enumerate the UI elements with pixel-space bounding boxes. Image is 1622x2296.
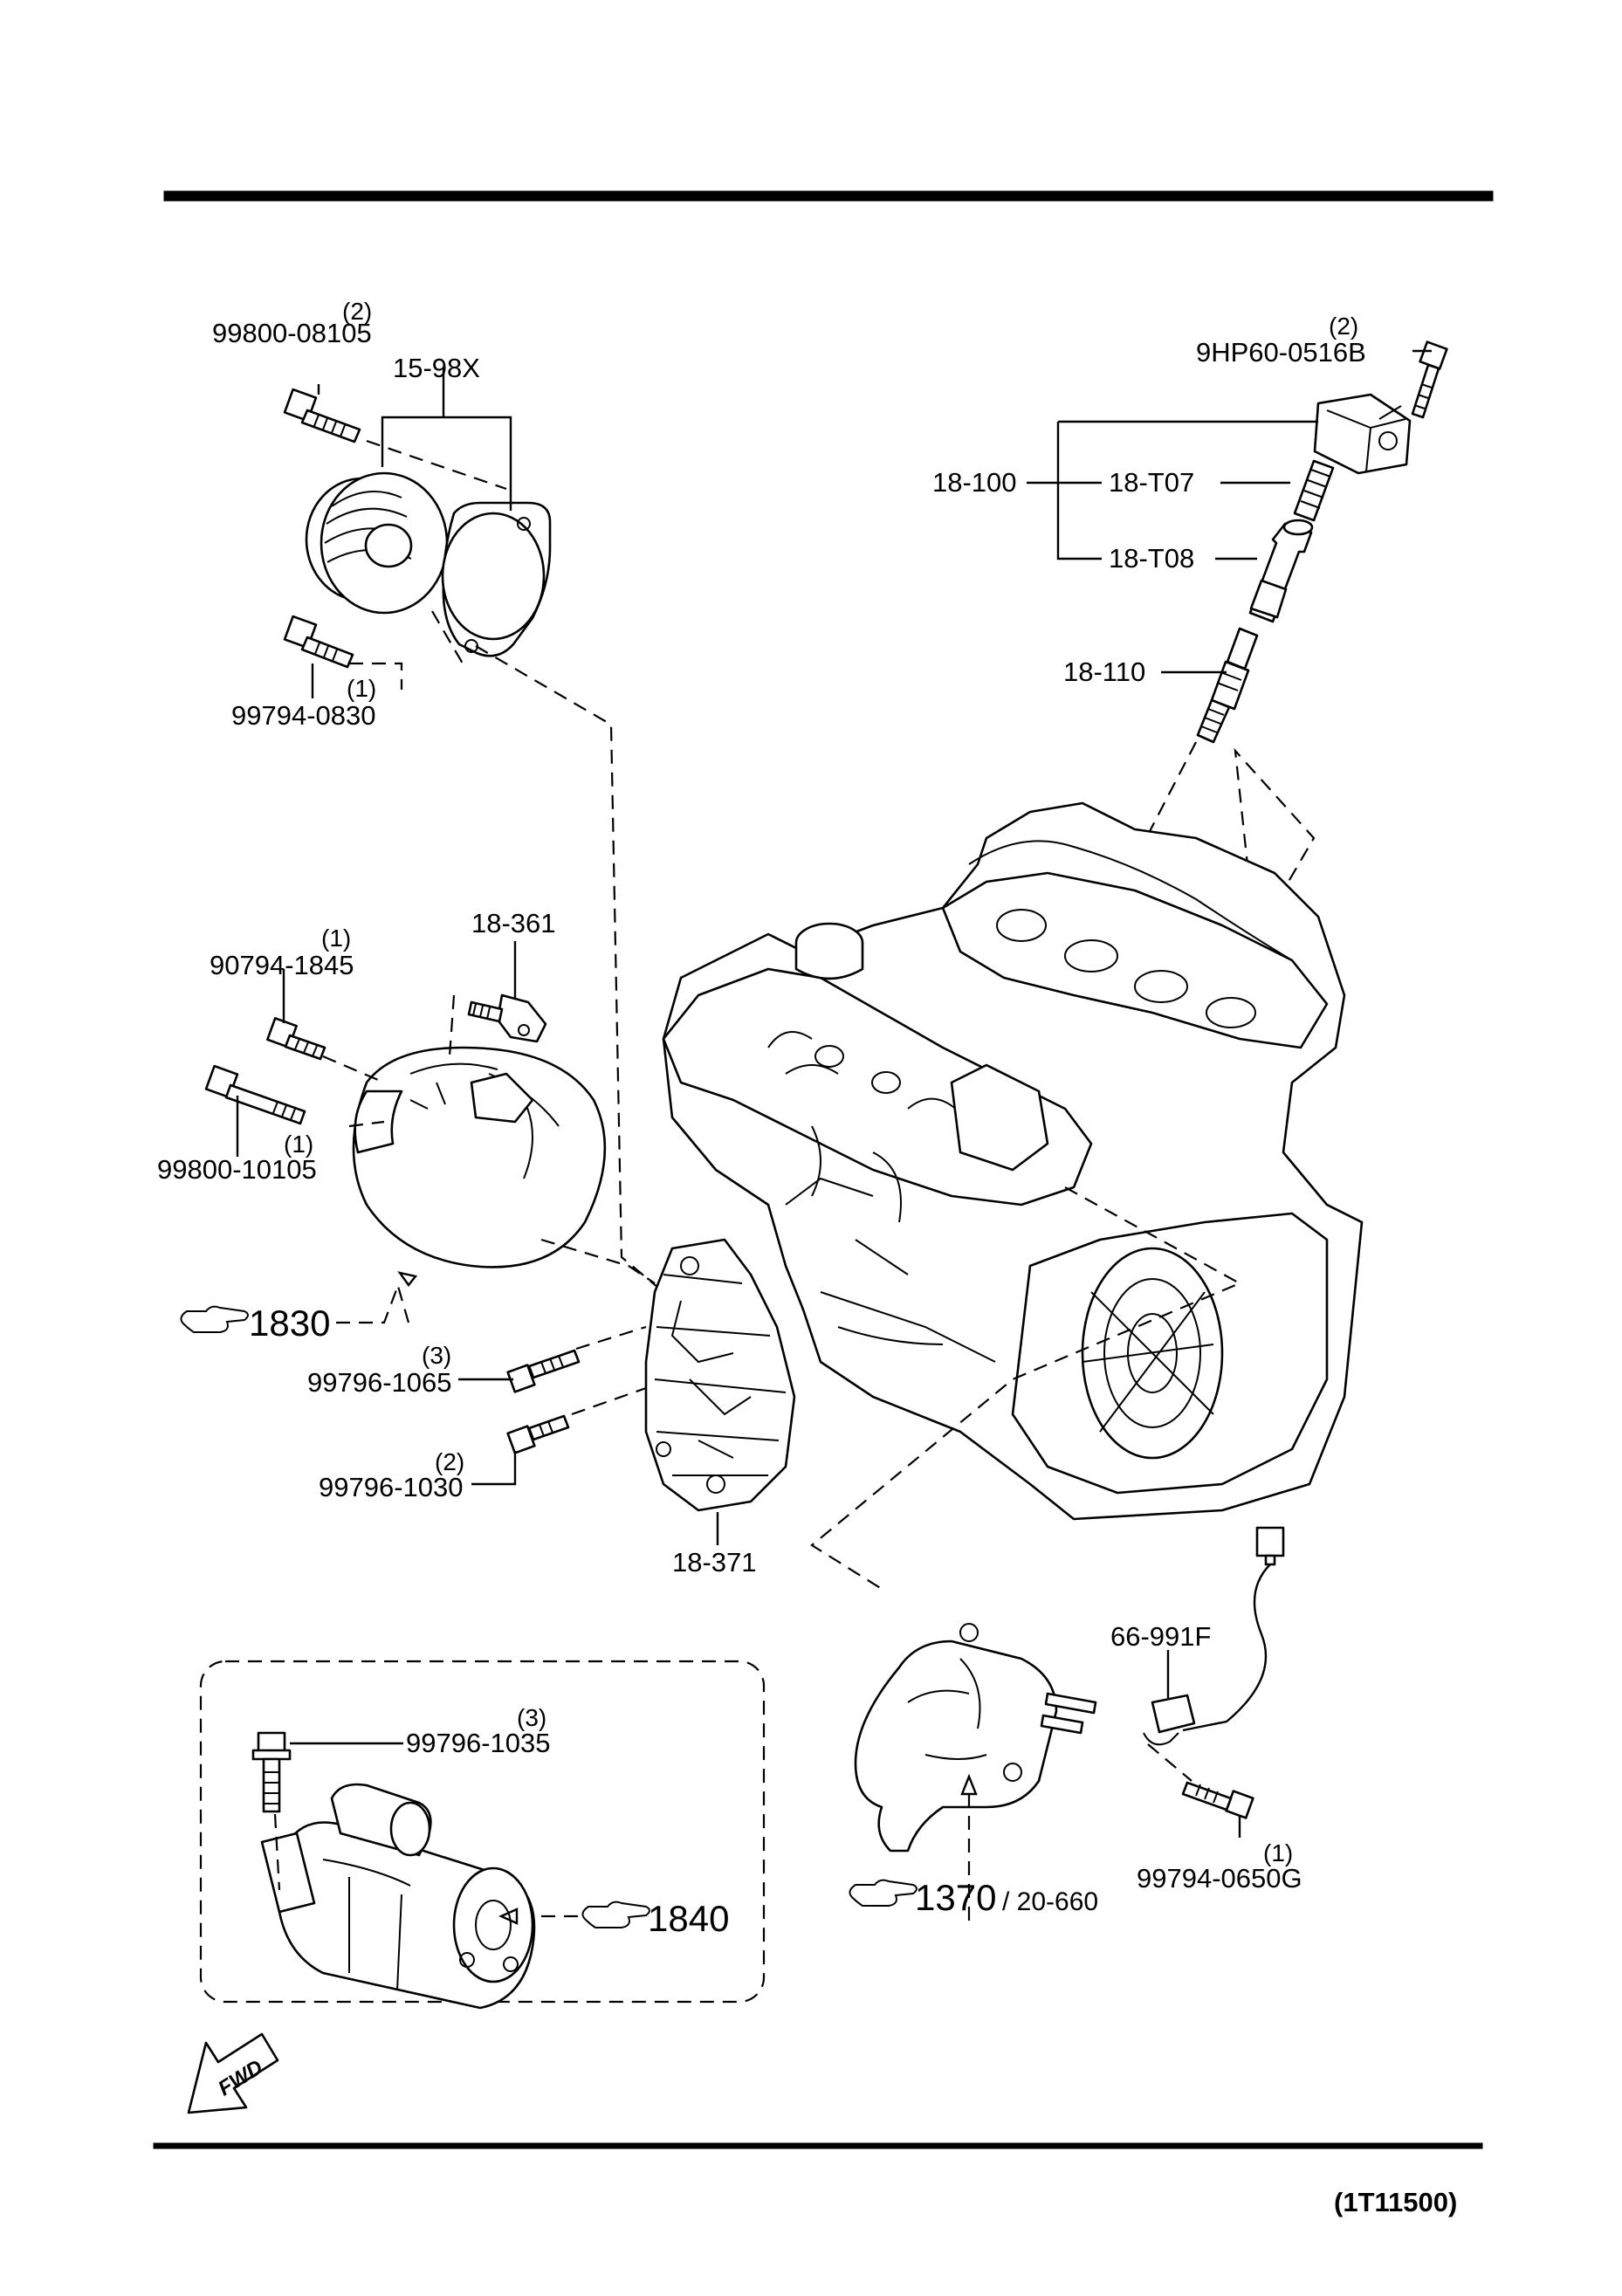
label-20-660: / 20-660 — [1002, 1887, 1098, 1916]
bolt-99796-1035[interactable] — [251, 1731, 292, 1813]
label-99800-10105: 99800-10105 — [157, 1154, 317, 1185]
pointing-hand-icon — [180, 1305, 249, 1333]
bolt-9hp60-0516b[interactable] — [1411, 340, 1448, 419]
bolt-99796-1030[interactable] — [506, 1414, 570, 1454]
bolt-90794-1845[interactable] — [266, 1017, 326, 1061]
label-qty-99800-08105: (2) — [342, 298, 372, 325]
label-99794-0650g: 99794-0650G — [1137, 1863, 1302, 1894]
bracket-18-371[interactable] — [644, 1238, 796, 1512]
label-qty-99796-1035: (3) — [517, 1704, 546, 1731]
label-18-110: 18-110 — [1063, 656, 1145, 687]
label-qty-99794-0830: (1) — [347, 675, 376, 702]
spring-18-t07[interactable] — [1293, 459, 1335, 522]
label-1370: 1370 — [915, 1877, 996, 1918]
label-qty-99794-0650g: (1) — [1263, 1839, 1293, 1866]
boot-18-t08[interactable] — [1248, 519, 1314, 623]
bolt-99796-1065[interactable] — [506, 1349, 581, 1393]
label-66-991f: 66-991F — [1110, 1621, 1211, 1652]
ref-1830[interactable]: 1830 — [180, 1303, 330, 1344]
ref-1370[interactable]: 1370 / 20-660 — [849, 1877, 1098, 1918]
bolt-99800-10105[interactable] — [204, 1064, 306, 1125]
label-qty-90794-1845: (1) — [321, 925, 351, 952]
label-99796-1030: 99796-1030 — [319, 1472, 464, 1502]
engine-block — [662, 801, 1364, 1590]
spark-plug-18-110[interactable] — [1196, 627, 1259, 744]
bolt-99794-0650g[interactable] — [1181, 1781, 1254, 1819]
ref-1840[interactable]: 1840 — [581, 1898, 729, 1939]
label-18-t08: 18-T08 — [1109, 543, 1194, 574]
label-18-361: 18-361 — [471, 908, 556, 938]
label-99796-1035: 99796-1035 — [406, 1728, 551, 1758]
bolt-99800-08105[interactable] — [283, 388, 361, 443]
alternator[interactable] — [352, 1046, 607, 1268]
label-1830: 1830 — [249, 1303, 330, 1344]
footer-rule — [153, 2142, 1483, 2149]
label-9hp60-0516b: 9HP60-0516B — [1196, 337, 1366, 368]
pointing-hand-icon — [581, 1901, 650, 1928]
sensor-18-361[interactable] — [467, 993, 547, 1043]
bolt-99794-0830[interactable] — [283, 615, 354, 669]
label-18-t07: 18-T07 — [1109, 467, 1194, 498]
label-18-100: 18-100 — [932, 467, 1017, 498]
label-qty-9hp60-0516b: (2) — [1329, 313, 1358, 340]
label-90794-1845: 90794-1845 — [210, 950, 354, 980]
label-1840: 1840 — [648, 1898, 729, 1939]
pointing-hand-icon — [849, 1879, 918, 1907]
fwd-arrow-icon: FWD — [187, 2032, 279, 2114]
label-qty-99796-1065: (3) — [422, 1342, 451, 1369]
starter-motor[interactable] — [260, 1783, 536, 2010]
footer-code: (1T11500) — [1334, 2187, 1457, 2217]
label-18-371: 18-371 — [672, 1547, 757, 1578]
label-99796-1065: 99796-1065 — [307, 1367, 452, 1398]
ignition-assembly — [1027, 340, 1448, 944]
pulley-assembly — [283, 367, 664, 1293]
label-qty-99800-10105: (1) — [284, 1131, 313, 1158]
header-rule — [163, 190, 1494, 202]
pulley-wheel[interactable] — [305, 471, 449, 615]
label-15-98x: 15-98X — [393, 353, 480, 383]
oxygen-sensor-harness-66-991f[interactable] — [1143, 1526, 1285, 1746]
label-99794-0830: 99794-0830 — [231, 700, 376, 731]
pulley-bracket[interactable] — [441, 501, 552, 657]
idle-air-control-valve[interactable] — [854, 1623, 1097, 1853]
ignition-coil-18-100[interactable] — [1313, 393, 1412, 475]
label-99800-08105: 99800-08105 — [212, 318, 372, 348]
label-qty-99796-1030: (2) — [435, 1448, 464, 1475]
